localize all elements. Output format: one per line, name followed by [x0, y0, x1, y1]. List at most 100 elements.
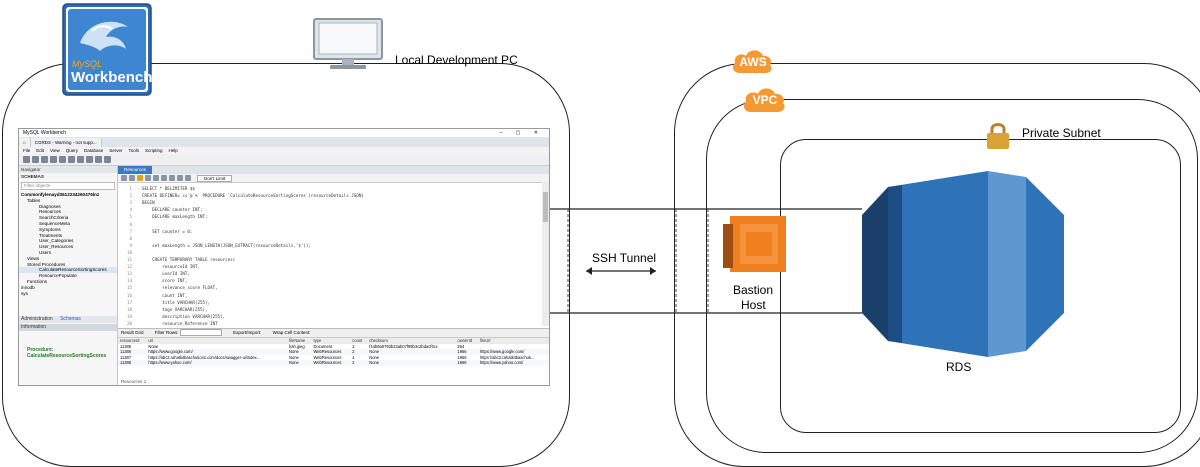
table-cell[interactable]: None	[289, 349, 299, 355]
filter-rows-input[interactable]	[179, 329, 222, 337]
table-cell[interactable]: WebResources	[313, 354, 342, 360]
new-sql-tab-icon[interactable]	[23, 156, 30, 163]
tree-item[interactable]: User_Categories	[39, 238, 74, 244]
table-cell[interactable]: WebResources	[313, 349, 342, 355]
toggle-icon[interactable]	[169, 175, 175, 181]
menu-tools[interactable]: Tools	[128, 148, 140, 153]
export-label[interactable]: Export/Import:	[233, 330, 262, 335]
table-cell[interactable]: f44b9a0793b22ab07f99b3c2bdacf6cc	[369, 343, 438, 349]
table-cell[interactable]: https://www.google.com/	[479, 349, 525, 355]
tree-views[interactable]: Views	[27, 255, 40, 261]
column-header[interactable]: fileName	[287, 338, 312, 344]
table-cell[interactable]: Document	[313, 343, 333, 349]
create-table-icon[interactable]	[59, 156, 66, 163]
tree-stored-procedures[interactable]: Stored Procedures	[27, 261, 66, 267]
editor-scrollbar[interactable]	[542, 182, 549, 326]
table-cell[interactable]: WebResources	[313, 360, 342, 366]
home-icon[interactable]: ⌂	[19, 138, 31, 147]
inspector-icon[interactable]	[41, 156, 48, 163]
save-icon[interactable]	[129, 175, 135, 181]
table-cell[interactable]: None	[369, 360, 380, 366]
table-row[interactable]: 11387 https://abc2.rahatkitbaschutions.co…	[118, 355, 549, 361]
table-row[interactable]: 11386 https://www.google.com/None WebResou…	[118, 349, 549, 355]
open-sql-icon[interactable]	[32, 156, 39, 163]
table-row[interactable]: 11385 None hah.jpeg Document 2 f44b9a0793b22a…	[118, 344, 549, 350]
table-cell[interactable]: 1966	[457, 349, 467, 355]
table-cell[interactable]: https://abc2.rahatkitbaschuk...	[479, 354, 535, 360]
wb-connection-tab[interactable]: CGRDS - Warning - not supp...	[30, 138, 102, 147]
column-header[interactable]: checksum	[367, 338, 456, 344]
column-header[interactable]: ownerId	[455, 338, 478, 344]
table-cell[interactable]: None	[289, 360, 299, 366]
execute-icon[interactable]	[137, 175, 143, 181]
table-cell[interactable]: https://www.yahoo.com/	[148, 360, 192, 366]
tree-item[interactable]: SequenceMeta	[39, 220, 70, 226]
menu-edit[interactable]: Edit	[36, 148, 45, 153]
table-cell[interactable]: 264	[457, 343, 465, 349]
table-cell[interactable]: https://abc2.rahatkitbaschutions.com/doc…	[148, 354, 261, 360]
menu-scripting[interactable]: Scripting	[145, 148, 163, 153]
menu-file[interactable]: File	[23, 148, 31, 153]
tree-item[interactable]: Treatments	[39, 232, 63, 238]
create-procedure-icon[interactable]	[77, 156, 84, 163]
tree-tables[interactable]: Tables	[27, 197, 41, 203]
column-header[interactable]: type	[311, 338, 351, 344]
table-cell[interactable]: 1966	[457, 360, 467, 366]
menu-view[interactable]: View	[50, 148, 60, 153]
create-view-icon[interactable]	[68, 156, 75, 163]
table-row[interactable]: 11388 https://www.yahoo.com/None WebResour…	[118, 360, 549, 366]
open-file-icon[interactable]	[121, 175, 127, 181]
explain-icon[interactable]	[153, 175, 159, 181]
tab-administration[interactable]: Administration	[21, 316, 53, 322]
table-cell[interactable]: hah.jpeg	[289, 343, 305, 349]
tree-item[interactable]: Symptoms	[39, 226, 61, 232]
result-grid-label[interactable]: Result Grid	[121, 330, 144, 335]
table-cell[interactable]: 11388	[120, 360, 132, 366]
tree-item-selected[interactable]: CalculateResourceSortingScores	[19, 267, 117, 274]
table-cell[interactable]: 11386	[120, 349, 132, 355]
table-cell[interactable]: 4	[352, 354, 355, 360]
tree-item[interactable]: Resources	[39, 209, 61, 215]
reconnect-icon[interactable]	[104, 156, 111, 163]
tree-item[interactable]: Users	[39, 249, 51, 255]
column-header[interactable]: fileUrl	[477, 338, 549, 344]
table-cell[interactable]: 2	[352, 343, 355, 349]
menu-database[interactable]: Database	[83, 148, 104, 153]
table-cell[interactable]: 11385	[120, 343, 132, 349]
table-cell[interactable]: 2	[352, 360, 355, 366]
tree-schema[interactable]: sys	[21, 290, 28, 296]
table-cell[interactable]: 2	[352, 349, 355, 355]
wrap-label[interactable]: Wrap Cell Content:	[272, 330, 311, 335]
search-table-icon[interactable]	[95, 156, 102, 163]
tree-schema[interactable]: innodb	[21, 284, 35, 290]
tab-schemas[interactable]: Schemas	[60, 316, 81, 322]
table-cell[interactable]: https://www.yahoo.com/	[479, 360, 524, 366]
rollback-icon[interactable]	[185, 175, 191, 181]
table-cell[interactable]: None	[369, 354, 380, 360]
table-cell[interactable]: https://www.google.com/	[148, 349, 193, 355]
tree-schema[interactable]: Commonfylenayd3612234260476lnz	[21, 192, 100, 197]
execute-line-icon[interactable]	[145, 175, 151, 181]
tree-item[interactable]: User_Resources	[39, 244, 74, 250]
menu-server[interactable]: Server	[109, 148, 123, 153]
table-cell[interactable]: None	[369, 349, 380, 355]
wb-window-controls[interactable]: – ▢ ✕	[499, 130, 544, 136]
table-cell[interactable]: None	[148, 343, 159, 349]
column-header[interactable]: url	[146, 338, 287, 344]
commit-icon[interactable]	[177, 175, 183, 181]
tree-item[interactable]: ResourcePopulate	[39, 273, 77, 279]
table-cell[interactable]: None	[289, 354, 299, 360]
menu-query[interactable]: Query	[65, 148, 78, 153]
column-header[interactable]: resourceId	[118, 338, 147, 344]
stop-icon[interactable]	[161, 175, 167, 181]
column-header[interactable]: count	[350, 338, 368, 344]
table-cell[interactable]: 11387	[120, 354, 132, 360]
tree-functions[interactable]: Functions	[27, 278, 47, 284]
tree-item[interactable]: Diagnoses	[39, 203, 61, 209]
create-function-icon[interactable]	[86, 156, 93, 163]
limit-select[interactable]: Don't Limit	[197, 174, 233, 182]
create-schema-icon[interactable]	[50, 156, 57, 163]
menu-help[interactable]: Help	[168, 148, 178, 153]
tree-item[interactable]: SearchCriteria	[39, 215, 69, 221]
